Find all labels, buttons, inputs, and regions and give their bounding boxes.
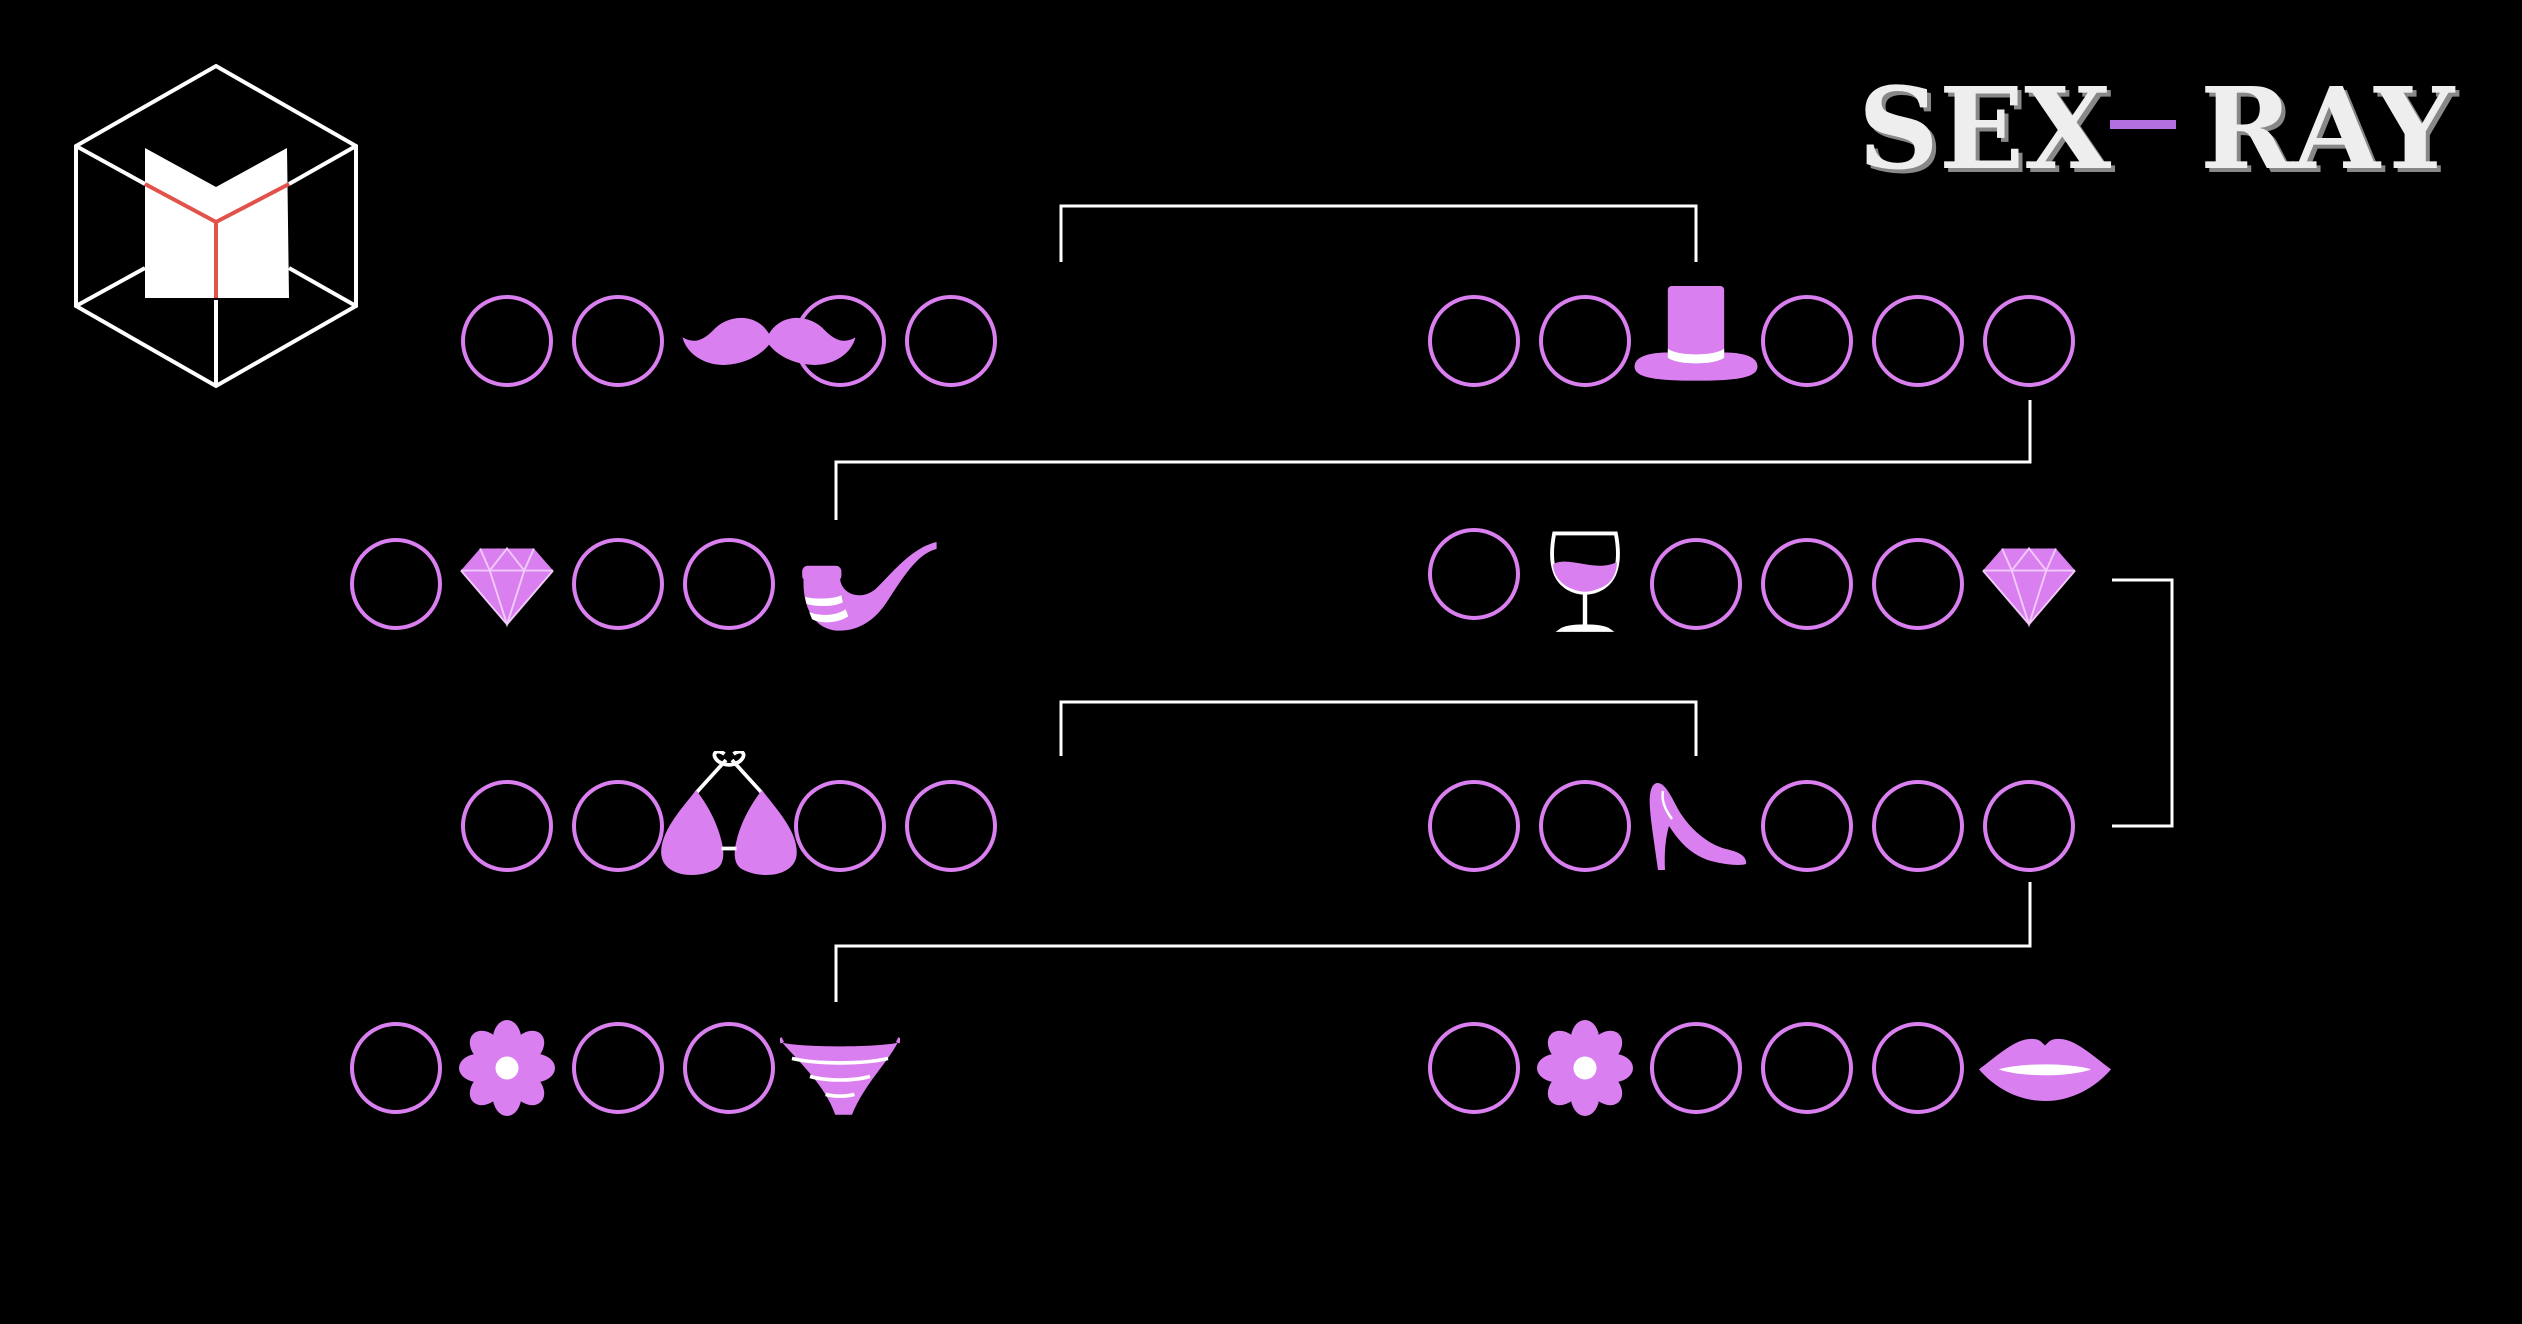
lips-icon	[1979, 1038, 2111, 1101]
letter-slot[interactable]	[1872, 1022, 1964, 1114]
letter-slot[interactable]	[1983, 780, 2075, 872]
title-right-word: RAY	[2200, 64, 2455, 195]
word-connectors	[834, 204, 2174, 1002]
flower-icon	[1537, 1020, 1633, 1116]
letter-slots	[350, 285, 2111, 1117]
letter-slot[interactable]	[1983, 295, 2075, 387]
word-w2-left	[350, 538, 937, 631]
word-w2-right	[1428, 528, 2077, 633]
letter-slot[interactable]	[1428, 1022, 1520, 1114]
flower-icon	[459, 1020, 555, 1116]
mustache-icon	[682, 317, 856, 365]
letter-slot[interactable]	[794, 295, 886, 387]
letter-slot[interactable]	[683, 538, 775, 630]
letter-slot[interactable]	[1761, 780, 1853, 872]
word-w4-right	[1428, 1020, 2111, 1116]
letter-slot[interactable]	[572, 1022, 664, 1114]
connector-1	[1059, 204, 1698, 262]
cube-m-logo-icon	[74, 63, 358, 389]
letter-slot[interactable]	[1539, 780, 1631, 872]
letter-slot[interactable]	[1761, 1022, 1853, 1114]
connector-3	[2112, 578, 2174, 828]
title-left-word: SEX	[1862, 68, 2115, 199]
letter-slot[interactable]	[1428, 528, 1520, 620]
bra-icon	[659, 751, 799, 877]
word-w3-left	[461, 751, 997, 877]
letter-slot[interactable]	[1872, 780, 1964, 872]
letter-slot[interactable]	[794, 780, 886, 872]
letter-slot[interactable]	[461, 780, 553, 872]
letter-slot[interactable]	[1872, 538, 1964, 630]
letter-slot[interactable]	[1872, 295, 1964, 387]
letter-slot[interactable]	[905, 295, 997, 387]
letter-slot[interactable]	[1428, 780, 1520, 872]
diamond-icon	[1981, 547, 2077, 626]
word-w3-right	[1428, 780, 2075, 872]
letter-slot[interactable]	[350, 538, 442, 630]
title-right-word: RAY	[2204, 68, 2459, 199]
connector-2	[834, 400, 2032, 520]
letter-slot[interactable]	[572, 780, 664, 872]
high-heel-icon	[1648, 781, 1746, 872]
title-dash	[2110, 120, 2176, 129]
letter-slot[interactable]	[1650, 538, 1742, 630]
thong-icon	[780, 1036, 900, 1117]
letter-slot[interactable]	[1428, 295, 1520, 387]
connector-4	[1059, 700, 1698, 756]
letter-slot[interactable]	[1761, 538, 1853, 630]
word-w4-left	[350, 1020, 900, 1117]
game-title: SEX SEX RAY RAY	[1858, 64, 2459, 199]
connector-5	[834, 882, 2032, 1002]
pipe-icon	[802, 542, 937, 631]
diamond-icon	[459, 547, 555, 626]
letter-slot[interactable]	[1650, 1022, 1742, 1114]
word-w1-left	[461, 295, 997, 387]
wine-glass-icon	[1550, 531, 1620, 633]
letter-slot[interactable]	[350, 1022, 442, 1114]
letter-slot[interactable]	[905, 780, 997, 872]
top-hat-icon	[1634, 285, 1758, 381]
letter-slot[interactable]	[572, 295, 664, 387]
letter-slot[interactable]	[1539, 295, 1631, 387]
letter-slot[interactable]	[1761, 295, 1853, 387]
letter-slot[interactable]	[683, 1022, 775, 1114]
letter-slot[interactable]	[572, 538, 664, 630]
letter-slot[interactable]	[461, 295, 553, 387]
title-left-word: SEX	[1858, 64, 2111, 195]
word-w1-right	[1428, 285, 2075, 387]
